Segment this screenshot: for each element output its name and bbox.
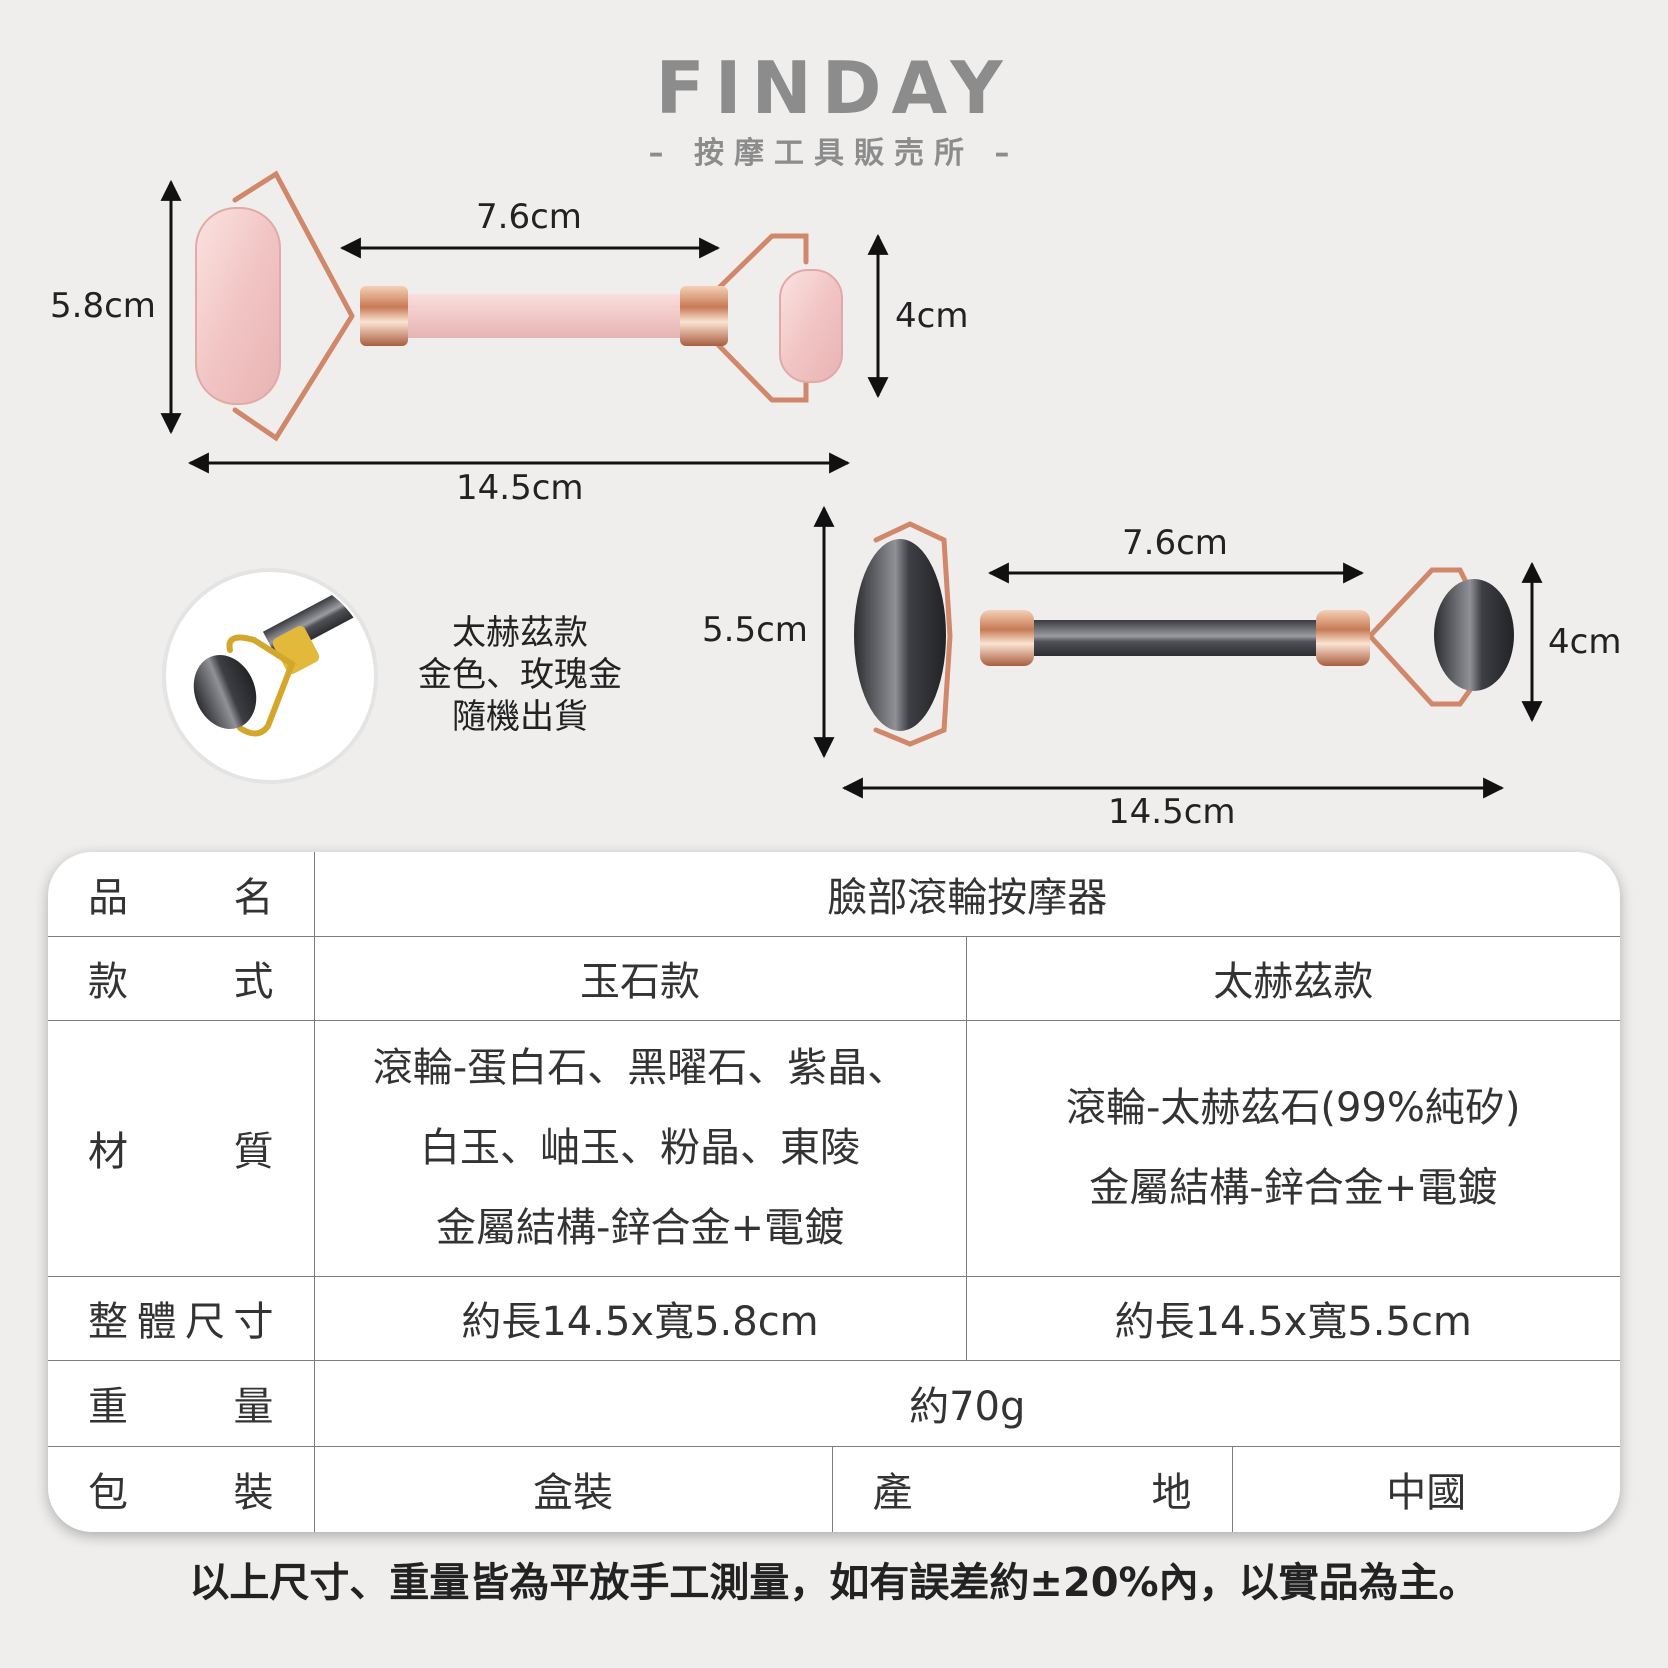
table-row-material: 材質 滾輪-蛋白石、黑曜石、紫晶、 白玉、岫玉、粉晶、東陵 金屬結構-鋅合金+電… <box>48 1019 1620 1277</box>
label-char: 質 <box>233 1129 274 1175</box>
weight-value-cell: 約70g <box>313 1359 1620 1447</box>
tera-height-label: 5.5cm <box>702 610 808 650</box>
label-char: 名 <box>233 874 274 921</box>
material-label-cell: 材質 <box>48 1019 315 1277</box>
tera-inner-length-label: 7.6cm <box>1122 523 1228 563</box>
size-label-cell: 整體尺寸 <box>48 1275 315 1361</box>
brand-name: FINDAY <box>655 46 1013 130</box>
style-tera-cell: 太赫茲款 <box>965 935 1620 1021</box>
variant-note-line: 金色、玫瑰金 <box>418 655 622 695</box>
gold-variant-inset <box>162 568 378 784</box>
material-tera-cell: 滾輪-太赫茲石(99%純矽) 金屬結構-鋅合金+電鍍 <box>965 1019 1620 1277</box>
material-line: 滾輪-太赫茲石(99%純矽) <box>1065 1085 1521 1131</box>
material-line: 金屬結構-鋅合金+電鍍 <box>436 1205 844 1251</box>
material-jade-cell: 滾輪-蛋白石、黑曜石、紫晶、 白玉、岫玉、粉晶、東陵 金屬結構-鋅合金+電鍍 <box>313 1019 967 1277</box>
label-char: 包 <box>88 1470 128 1517</box>
label-char: 量 <box>233 1384 274 1430</box>
variant-note-line: 隨機出貨 <box>452 697 588 737</box>
variant-note: 太赫茲款 金色、玫瑰金 隨機出貨 <box>380 612 660 738</box>
jade-roller-image <box>195 170 843 442</box>
measurement-footnote: 以上尺寸、重量皆為平放手工測量，如有誤差約±20%內，以實品為主。 <box>189 1560 1479 1606</box>
tera-roller-image <box>854 521 1514 747</box>
table-row-name: 品名 臉部滾輪按摩器 <box>48 852 1620 937</box>
name-value-cell: 臉部滾輪按摩器 <box>313 852 1620 937</box>
origin-value-cell: 中國 <box>1231 1445 1620 1532</box>
variant-note-line: 太赫茲款 <box>452 613 588 653</box>
table-row-size: 整體尺寸 約長14.5x寬5.8cm 約長14.5x寬5.5cm <box>48 1275 1620 1361</box>
table-row-package: 包裝 盒裝 產地 中國 <box>48 1445 1620 1532</box>
label-char: 款 <box>88 959 128 1005</box>
label-char: 寸 <box>233 1299 274 1345</box>
label-char: 式 <box>233 959 274 1005</box>
package-value-cell: 盒裝 <box>313 1445 833 1532</box>
material-line: 白玉、岫玉、粉晶、東陵 <box>420 1125 860 1171</box>
style-jade-cell: 玉石款 <box>313 935 967 1021</box>
jade-inner-length-label: 7.6cm <box>476 197 582 237</box>
label-char: 體 <box>136 1299 177 1345</box>
spec-table: 品名 臉部滾輪按摩器 款式 玉石款 太赫茲款 材質 滾輪-蛋白石、黑曜石、紫晶、… <box>48 852 1620 1532</box>
jade-dimension-arrows <box>160 179 889 474</box>
material-line: 滾輪-蛋白石、黑曜石、紫晶、 <box>372 1045 908 1091</box>
label-char: 材 <box>88 1129 128 1175</box>
label-char: 產 <box>872 1470 913 1517</box>
style-label-cell: 款式 <box>48 935 315 1021</box>
brand-tagline: – 按摩工具販売所 – <box>648 136 1020 171</box>
label-char: 品 <box>88 874 128 921</box>
package-label-cell: 包裝 <box>48 1445 315 1532</box>
table-row-weight: 重量 約70g <box>48 1359 1620 1447</box>
size-jade-cell: 約長14.5x寬5.8cm <box>313 1275 967 1361</box>
jade-small-height-label: 4cm <box>895 296 969 336</box>
tera-total-length-label: 14.5cm <box>1108 792 1236 832</box>
label-char: 整 <box>88 1299 128 1345</box>
weight-label-cell: 重量 <box>48 1359 315 1447</box>
table-row-style: 款式 玉石款 太赫茲款 <box>48 935 1620 1021</box>
label-char: 地 <box>1151 1470 1192 1517</box>
tera-dimension-arrows <box>813 505 1543 799</box>
label-char: 重 <box>88 1384 128 1430</box>
origin-label-cell: 產地 <box>831 1445 1233 1532</box>
label-char: 裝 <box>233 1470 274 1517</box>
brand-logo: FINDAY – 按摩工具販売所 – <box>0 48 1668 174</box>
name-label-cell: 品名 <box>48 852 315 937</box>
material-line: 金屬結構-鋅合金+電鍍 <box>1089 1165 1498 1211</box>
size-tera-cell: 約長14.5x寬5.5cm <box>965 1275 1620 1361</box>
jade-height-label: 5.8cm <box>50 286 156 326</box>
jade-total-length-label: 14.5cm <box>456 468 584 508</box>
label-char: 尺 <box>185 1299 225 1345</box>
tera-small-height-label: 4cm <box>1548 622 1622 662</box>
spec-table-card: 品名 臉部滾輪按摩器 款式 玉石款 太赫茲款 材質 滾輪-蛋白石、黑曜石、紫晶、… <box>48 852 1620 1532</box>
